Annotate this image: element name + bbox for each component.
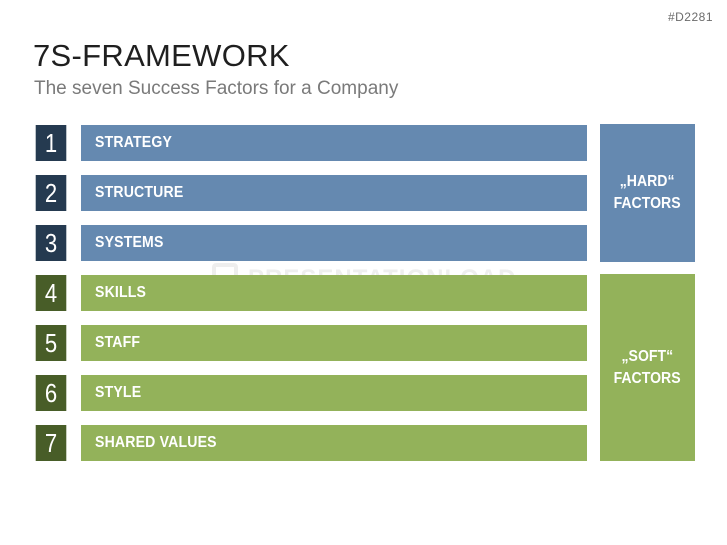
- factor-number-2: 2: [35, 175, 67, 211]
- hard-factors-line2: FACTORS: [613, 195, 682, 212]
- factor-bar-structure: STRUCTURE: [81, 175, 587, 211]
- factor-number-1: 1: [35, 125, 67, 161]
- factor-label: SHARED VALUES: [95, 434, 217, 451]
- slide-title: 7S-FRAMEWORK: [33, 38, 290, 73]
- factor-bar-strategy: STRATEGY: [81, 125, 587, 161]
- factor-label: STRATEGY: [95, 134, 173, 151]
- factor-label: STAFF: [95, 334, 141, 351]
- factor-label: STRUCTURE: [95, 184, 184, 201]
- factor-number-5: 5: [35, 325, 67, 361]
- factor-bar-staff: STAFF: [81, 325, 587, 361]
- factor-bar-systems: SYSTEMS: [81, 225, 587, 261]
- factor-bar-shared-values: SHARED VALUES: [81, 425, 587, 461]
- soft-factors-box: „SOFT“ FACTORS: [600, 274, 695, 461]
- soft-factors-line1: „SOFT“: [621, 347, 674, 365]
- hard-factors-box: „HARD“ FACTORS: [600, 124, 695, 262]
- soft-factors-line2: FACTORS: [613, 369, 682, 387]
- slide-subtitle: The seven Success Factors for a Company: [34, 78, 399, 99]
- factor-label: STYLE: [95, 384, 142, 401]
- factor-number-4: 4: [35, 275, 67, 311]
- factor-number-6: 6: [35, 375, 67, 411]
- factor-number-7: 7: [35, 425, 67, 461]
- factor-bar-style: STYLE: [81, 375, 587, 411]
- slide-code: #D2281: [667, 10, 713, 24]
- factor-bar-skills: SKILLS: [81, 275, 587, 311]
- factor-label: SYSTEMS: [95, 234, 164, 251]
- hard-factors-line1: „HARD“: [620, 173, 675, 190]
- factor-number-3: 3: [35, 225, 67, 261]
- factor-label: SKILLS: [95, 284, 147, 301]
